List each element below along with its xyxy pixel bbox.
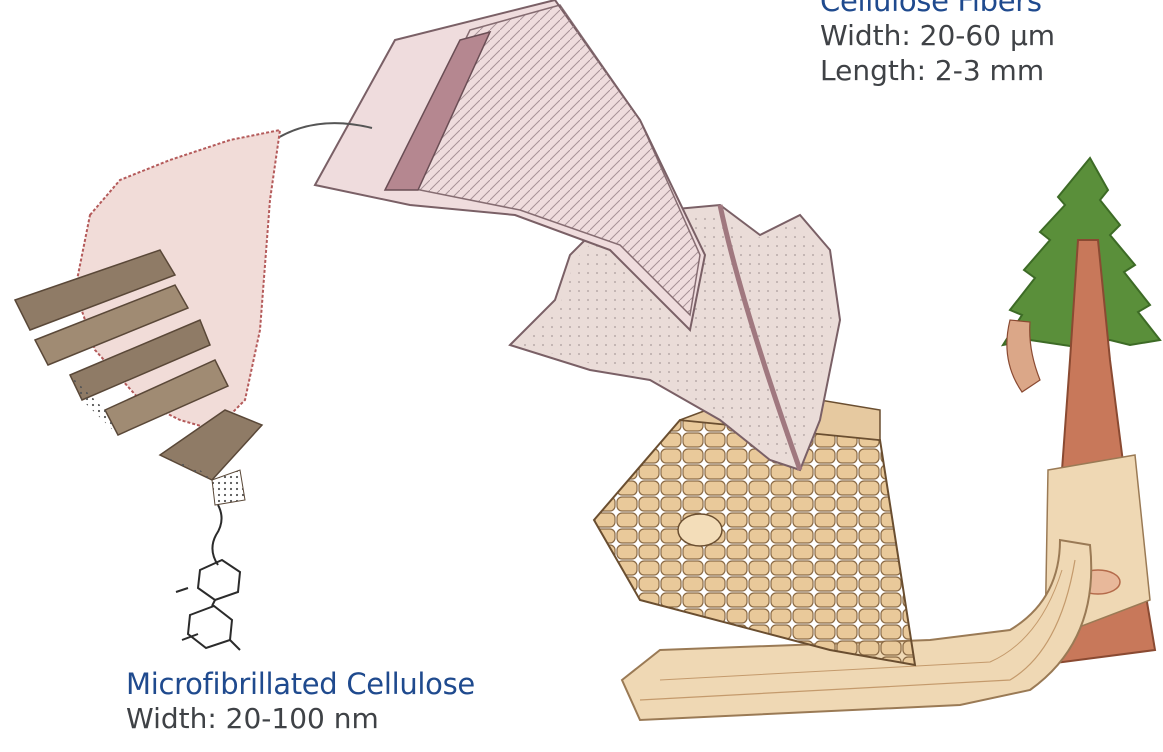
microfibrillated-cellulose-label: Microfibrillated Cellulose Width: 20-100… (126, 667, 475, 737)
resin-canal (678, 514, 722, 546)
cellulose-fibers-width: Width: 20-60 µm (820, 19, 1055, 53)
cellulose-fibers-title: Cellulose Fibers (820, 0, 1055, 19)
cell-block-face (594, 420, 915, 665)
microfibrillated-cellulose-title: Microfibrillated Cellulose (126, 667, 475, 702)
fiber-wall-layers (315, 0, 705, 330)
glucose-ring-1 (198, 560, 240, 600)
cellulose-fibers-length: Length: 2-3 mm (820, 54, 1055, 88)
microfibril-bundle (15, 130, 280, 505)
microfibrillated-cellulose-width: Width: 20-100 nm (126, 702, 475, 736)
cellulose-fibers-label: Cellulose Fibers Width: 20-60 µm Length:… (820, 0, 1055, 88)
glucose-chain (176, 505, 240, 650)
glucose-ring-2 (188, 606, 232, 648)
chain-link (212, 505, 221, 565)
fibril-rod-5 (160, 410, 262, 480)
